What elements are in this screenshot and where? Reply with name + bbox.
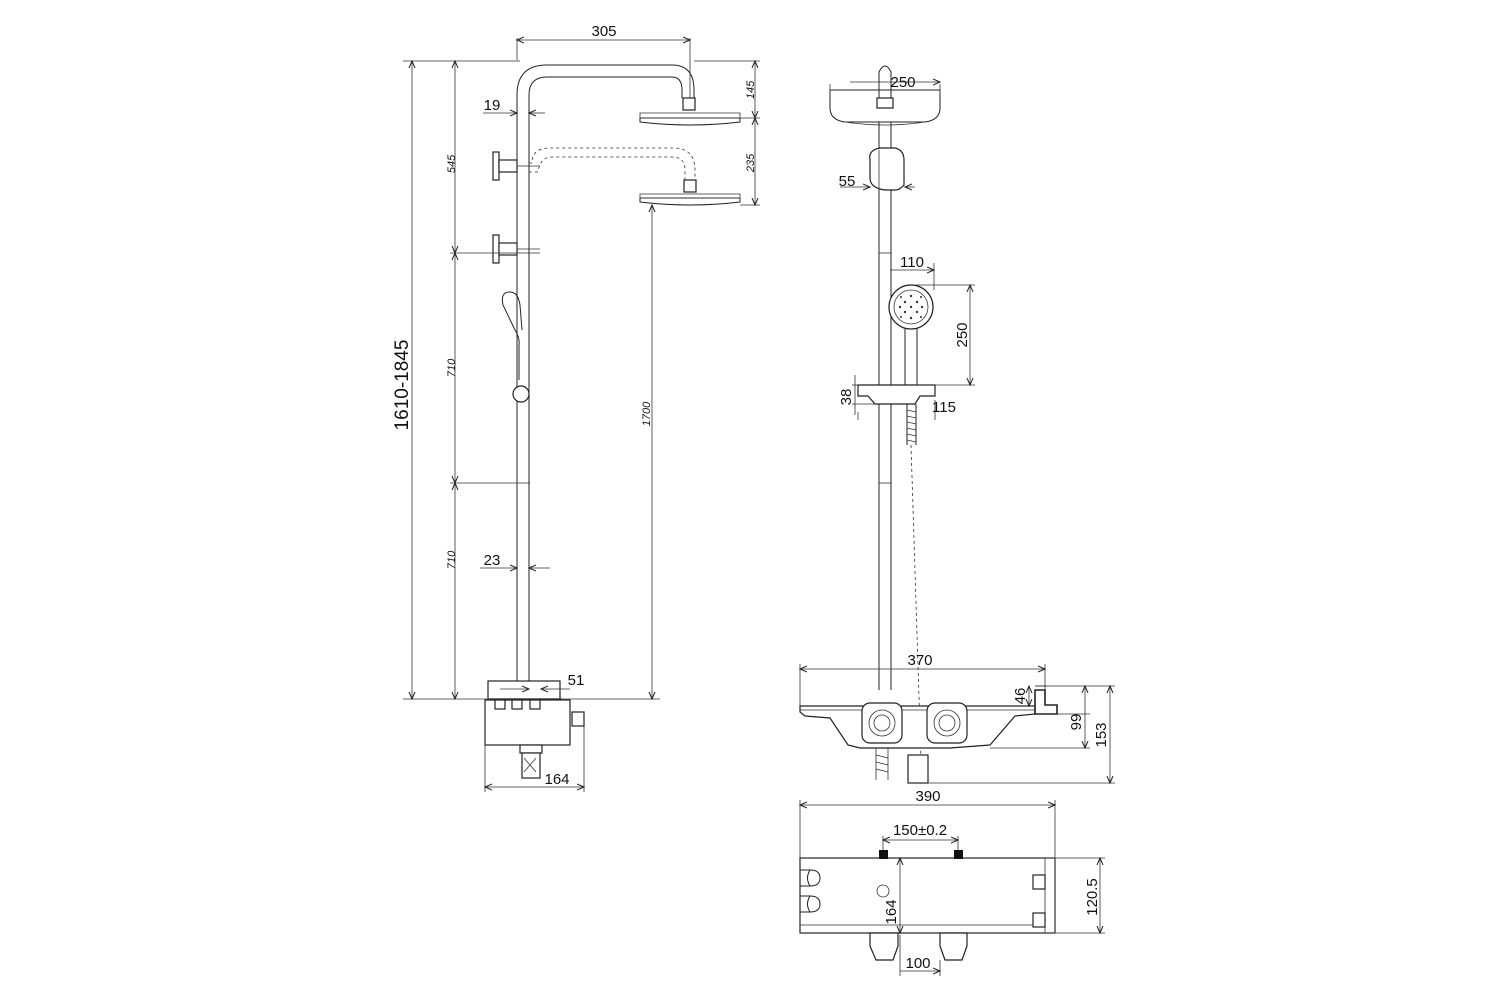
dim-body-depth: 164 [544,771,569,788]
dim-rail-upper: 710 [446,358,458,377]
dim-head-height: 1700 [641,401,653,426]
dim-hand-shower-length: 250 [954,322,971,347]
dim-hand-shower-width: 110 [900,254,924,271]
dim-shelf-width: 370 [907,652,932,669]
dim-hook-height: 46 [1012,688,1029,705]
spray-dots [898,294,924,320]
dim-depth-total: 120.5 [1084,878,1101,916]
dim-bracket-width: 55 [839,173,856,190]
dim-pipe-bottom: 23 [484,552,501,569]
dim-body-height-total: 153 [1093,722,1110,747]
dim-bracket-spacing: 545 [446,154,458,173]
dim-slider-height: 38 [838,389,855,406]
dim-outlet-spacing: 100 [905,955,930,972]
dim-body-height-inner: 99 [1068,714,1085,731]
dim-head-drop-upper: 145 [745,80,757,99]
top-view: 390 150±0.2 164 120.5 100 [800,788,1105,976]
front-view: 250 55 110 250 38 115 370 46 99 153 [800,65,1115,783]
dim-inlet-spacing: 150±0.2 [893,822,947,839]
dim-pipe-top: 19 [484,97,501,114]
dim-head-diameter: 250 [890,74,915,91]
dim-depth-inner: 164 [883,899,900,924]
dim-arm-length: 305 [591,23,616,40]
dim-shelf-lip: 51 [568,672,585,689]
side-view: 305 1610-1845 545 710 710 19 23 145 235 … [392,23,760,792]
dim-overall-height: 1610-1845 [392,340,413,431]
dim-overall-width: 390 [915,788,940,805]
dim-head-drop-lower: 235 [745,153,757,173]
dim-slider-width: 115 [932,399,956,416]
dim-rail-lower: 710 [446,550,458,569]
